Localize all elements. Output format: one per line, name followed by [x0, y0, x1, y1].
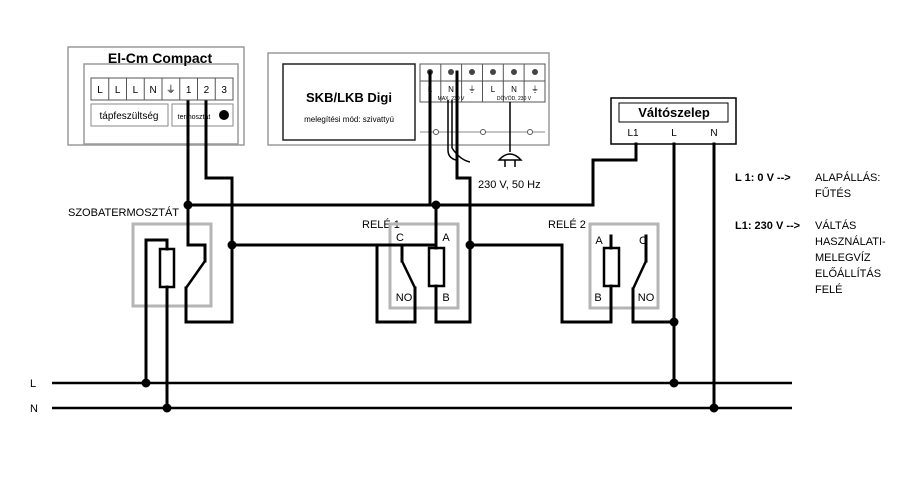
junction-dot	[431, 200, 441, 210]
relay2-switch	[631, 260, 648, 290]
rail-n-label: N	[30, 403, 38, 415]
skb-lkb-digi-unit: SKB/LKB Digi melegítési mód: szivattyú L…	[267, 52, 550, 146]
relay2-c-label: C	[639, 235, 647, 247]
elcm-terminal-label: N	[149, 85, 156, 96]
thermostat-label: SZOBATERMOSZTÁT	[68, 206, 179, 219]
junction-dot	[669, 317, 679, 327]
legend-line: MELEGVÍZ	[815, 251, 871, 264]
wiring	[144, 70, 716, 410]
relay2-title: RELÉ 2	[548, 218, 586, 231]
wire-skb-n	[455, 70, 472, 247]
valve-unit: Váltószelep L1 L N	[610, 97, 737, 145]
thermostat-heater-resistor	[158, 247, 176, 289]
power-cord	[447, 100, 523, 167]
valve-title: Váltószelep	[638, 105, 710, 120]
skb-terminal-label: N	[448, 85, 454, 94]
elcm-terminal-label: 2	[204, 85, 210, 96]
junction-dot	[227, 240, 237, 250]
relay2-coil	[602, 246, 621, 288]
wire-elcm-2	[204, 100, 234, 247]
relay1-switch	[400, 260, 417, 289]
elcm-supply-label: tápfeszültség	[100, 111, 159, 122]
elcm-title: El-Cm Compact	[108, 50, 213, 66]
skb-title: SKB/LKB Digi	[306, 90, 392, 105]
legend-line: ALAPÁLLÁS:	[815, 171, 880, 184]
elcm-terminal-label: L	[133, 85, 139, 96]
wire-thermo-in	[186, 203, 207, 263]
valve-terminal-label: N	[710, 128, 717, 139]
elcm-supply-box	[90, 103, 169, 127]
junction-dot	[183, 200, 193, 210]
junction-dots	[141, 200, 719, 413]
relay2-a-label: A	[595, 235, 603, 247]
skb-terminal-label: L	[491, 85, 496, 94]
elcm-terminal-label: L	[97, 85, 103, 96]
elcm-terminal-label: 1	[186, 85, 192, 96]
skb-strip-left-label: MAX. 230 V	[438, 96, 465, 102]
elcm-thermostat-label: termosztát	[178, 114, 211, 121]
wire-relay2-b	[560, 243, 613, 324]
junction-dot	[162, 403, 172, 413]
elcm-terminal-label: L	[115, 85, 121, 96]
junction-dot	[709, 403, 719, 413]
wire-relay1-b	[434, 243, 472, 324]
relay2-no-label: NO	[638, 292, 655, 304]
junction-dot	[669, 378, 679, 388]
elcm-compact-unit: El-Cm Compact L L L N ⏚ 1 2 3 tápfeszült…	[67, 46, 245, 146]
wire-heater-top	[144, 238, 169, 385]
wire-thermo-out	[184, 243, 234, 324]
legend-line: VÁLTÁS	[815, 219, 856, 232]
skb-terminal-label: ⏚	[468, 85, 476, 94]
supply-label: 230 V, 50 Hz	[478, 179, 541, 191]
wire-relay1-no	[375, 243, 417, 324]
relay2-box	[588, 222, 660, 310]
relay1-c-label: C	[396, 232, 404, 244]
relay2-b-label: B	[594, 292, 601, 304]
valve-terminal-label: L1	[627, 128, 639, 139]
legend: L 1: 0 V --> ALAPÁLLÁS: FŰTÉS L1: 230 V …	[735, 171, 886, 296]
valve-title-box	[618, 102, 729, 123]
relay1-coil	[427, 246, 446, 288]
legend-line: HASZNÁLATI-	[815, 235, 886, 248]
elcm-indicator-icon	[219, 110, 229, 120]
thermostat-switch	[184, 260, 207, 289]
valve-terminal-label: L	[671, 128, 677, 139]
skb-terminal-strip: L N ⏚ L N ⏚ MAX. 230 V DÖVÖD, 230 V	[419, 63, 546, 103]
elcm-terminal-label: 3	[221, 85, 227, 96]
legend-line: FELÉ	[815, 283, 843, 296]
elcm-terminal-label: ⏚	[166, 84, 176, 96]
junction-dot	[141, 378, 151, 388]
legend-key: L1: 230 V -->	[735, 220, 800, 232]
wire-relay2-no	[631, 287, 676, 324]
legend-line: FŰTÉS	[815, 186, 851, 200]
thermostat-box	[131, 222, 213, 308]
elcm-terminal-block: L L L N ⏚ 1 2 3	[90, 77, 234, 101]
junction-dot	[465, 240, 475, 250]
relay1-a-label: A	[442, 232, 450, 244]
skb-terminal-label: N	[511, 85, 517, 94]
relay1-box	[388, 222, 460, 310]
skb-mode-label: melegítési mód: szivattyú	[304, 115, 394, 124]
wire-top-bus	[186, 142, 638, 207]
plug-icon	[497, 153, 523, 161]
relay1-no-label: NO	[396, 292, 413, 304]
skb-terminal-label: ⏚	[531, 85, 539, 94]
legend-key: L 1: 0 V -->	[735, 172, 791, 184]
legend-line: ELŐÁLLÍTÁS	[815, 266, 881, 280]
skb-strip-right-label: DÖVÖD, 230 V	[497, 95, 532, 102]
relay1-b-label: B	[442, 292, 449, 304]
rail-l-label: L	[30, 378, 36, 390]
skb-display-panel	[282, 63, 416, 141]
